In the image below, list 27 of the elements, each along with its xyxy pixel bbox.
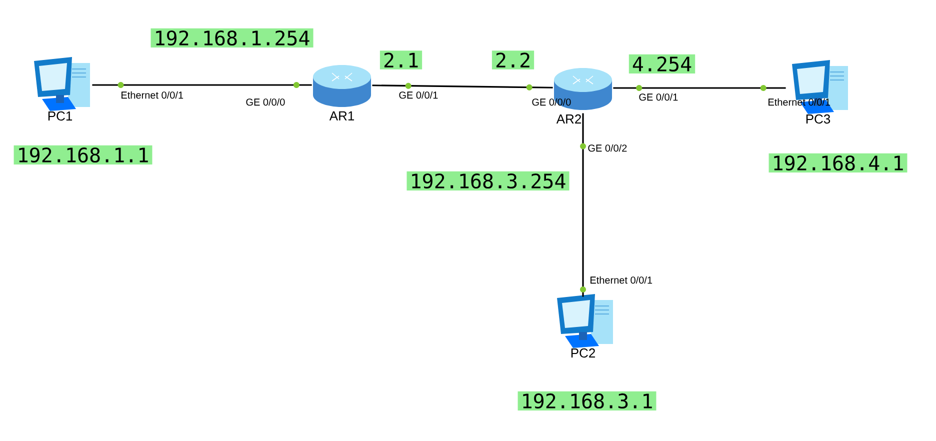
address-box: 2.2	[492, 50, 534, 70]
computer: PC2	[557, 294, 613, 358]
node-label: PC3	[806, 114, 830, 124]
computer: PC1	[34, 57, 90, 121]
link	[92, 82, 312, 88]
address-box: 192.168.3.254	[406, 171, 570, 191]
port-label: GE 0/0/1	[399, 91, 438, 99]
port-label: GE 0/0/0	[246, 98, 285, 106]
link	[372, 82, 553, 90]
port-label: GE 0/0/2	[588, 144, 627, 152]
router: AR1	[313, 65, 371, 120]
port-label: Ethernet 0/0/1	[768, 98, 830, 106]
address-box: 192.168.4.1	[768, 153, 908, 173]
port-label: Ethernet 0/0/1	[590, 276, 652, 284]
link	[613, 85, 786, 91]
address-box: 4.254	[628, 54, 696, 74]
node-label: AR2	[556, 114, 581, 124]
node-label: PC2	[571, 348, 595, 358]
port-label: GE 0/0/1	[639, 93, 678, 101]
address-box: 2.1	[380, 50, 422, 70]
address-box: 192.168.1.1	[14, 145, 152, 165]
address-box: 192.168.3.1	[518, 391, 656, 411]
node-label: AR1	[329, 111, 354, 120]
link	[580, 113, 586, 297]
node-label: PC1	[48, 111, 72, 121]
address-box: 192.168.1.254	[150, 28, 314, 48]
port-label: Ethernet 0/0/1	[122, 91, 184, 99]
